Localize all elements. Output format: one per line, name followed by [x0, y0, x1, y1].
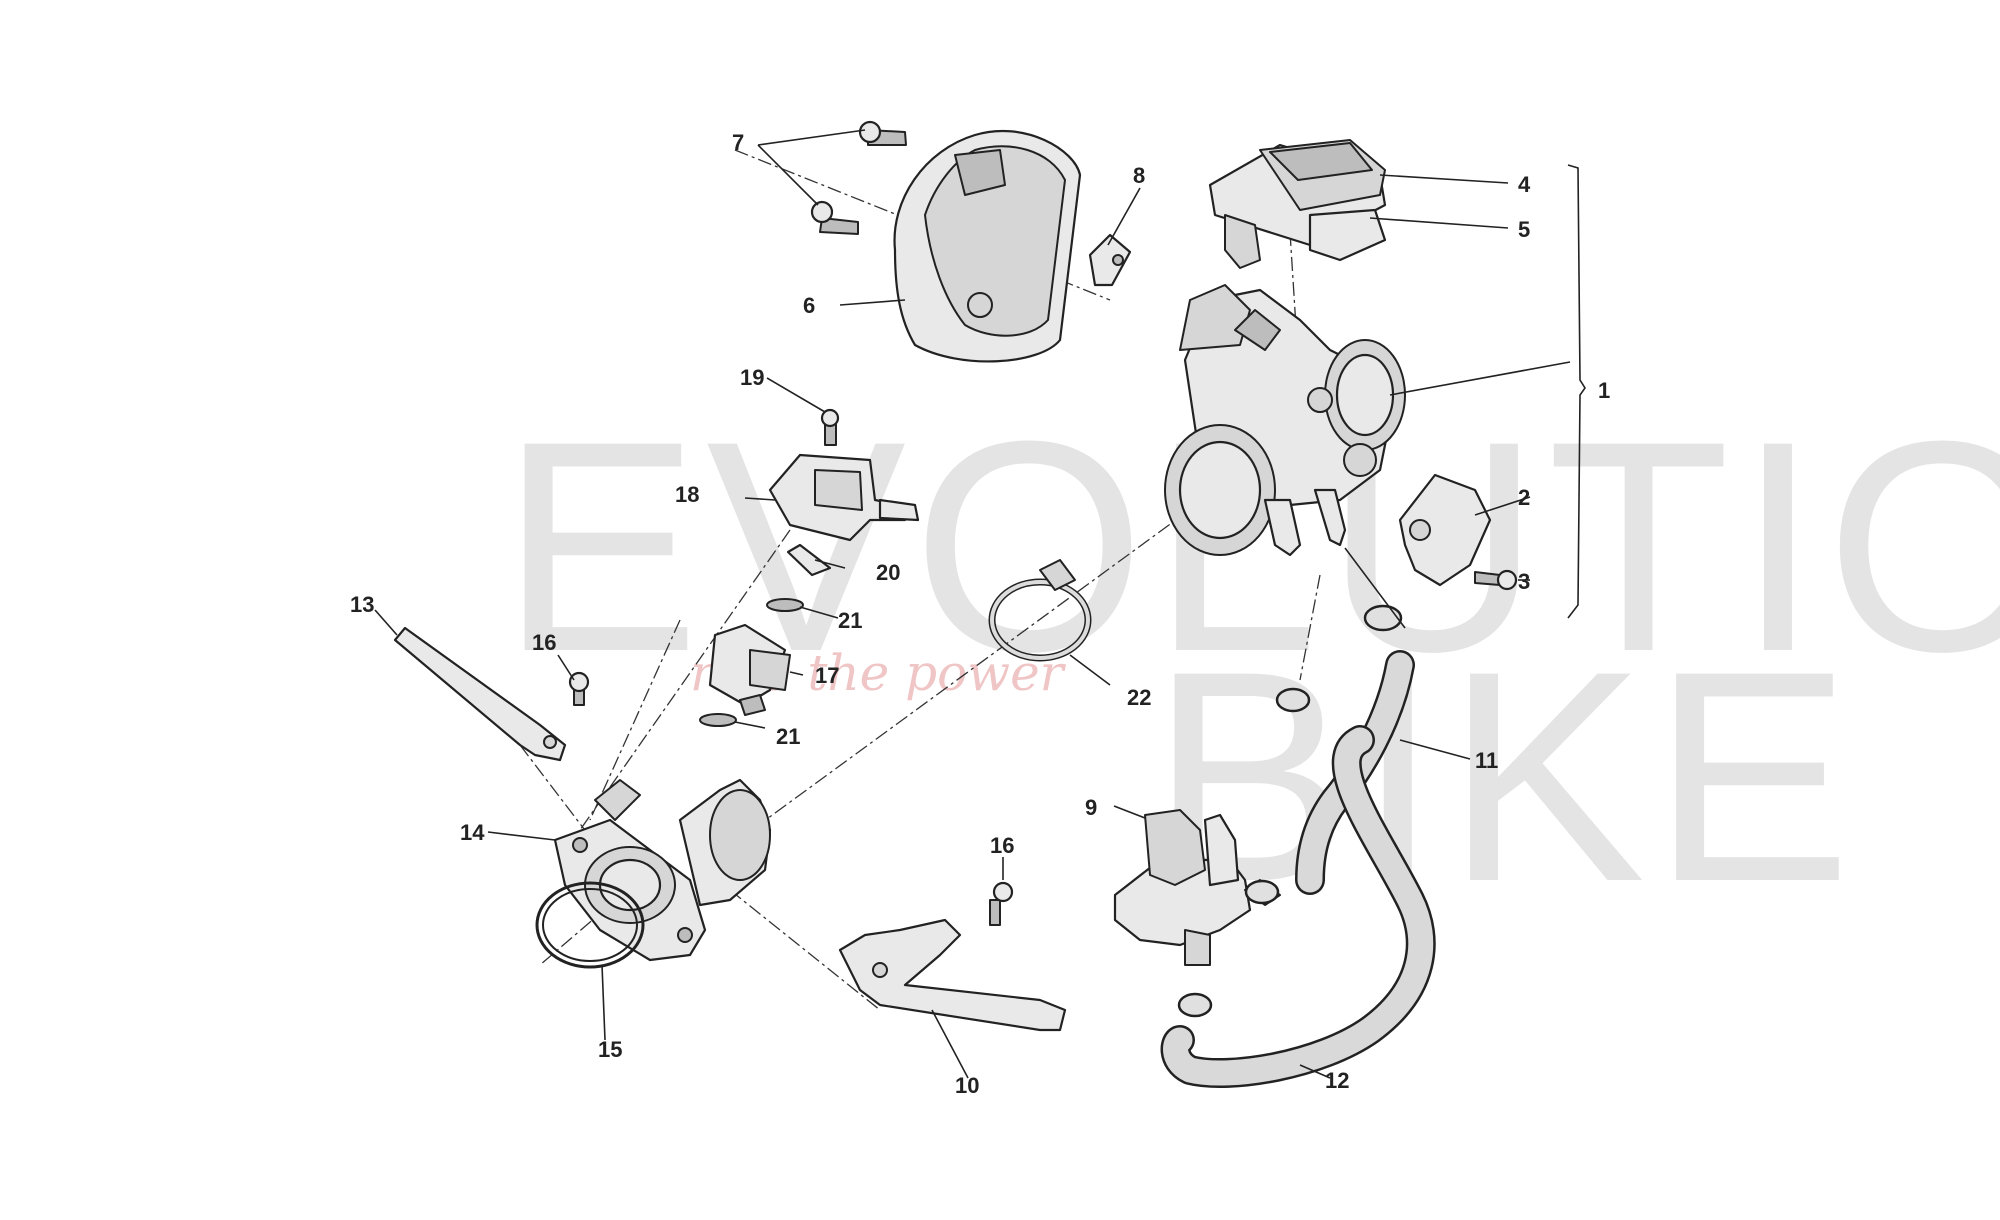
fuel-injector-part-17	[708, 623, 791, 716]
bracket-arm-part-10	[838, 918, 1067, 1032]
sensor-body-part-5	[1224, 208, 1387, 269]
hose-part-12	[1160, 725, 1436, 1089]
clip-part-8	[1088, 233, 1132, 287]
callout-17: 17	[815, 663, 839, 688]
callout-14: 14	[460, 820, 485, 845]
callout-21-upper: 21	[838, 608, 862, 633]
throttle-body-part-1	[1164, 284, 1406, 557]
intake-manifold-part-14	[553, 778, 772, 962]
small-hose-clamp-middle	[1244, 879, 1280, 905]
small-hose-clamp-upper-right	[1363, 604, 1403, 632]
screw-part-19	[820, 408, 840, 446]
callout-9: 9	[1085, 795, 1097, 820]
callout-22: 22	[1127, 685, 1151, 710]
screw-part-16-lower	[989, 881, 1014, 926]
o-ring-part-21-lower	[699, 713, 737, 727]
o-ring-part-21-upper	[766, 598, 804, 612]
callout-19: 19	[740, 365, 764, 390]
throttle-position-sensor-part-2	[1398, 473, 1492, 587]
callout-18: 18	[675, 482, 699, 507]
callout-7: 7	[732, 130, 744, 155]
callout-3: 3	[1518, 569, 1530, 594]
callout-15: 15	[598, 1037, 622, 1062]
callout-8: 8	[1133, 163, 1145, 188]
screw-part-16-upper	[568, 671, 590, 706]
idle-valve-part-9	[1113, 809, 1281, 966]
bracket-strip-part-13	[393, 626, 567, 762]
callout-13: 13	[350, 592, 374, 617]
callout-20: 20	[876, 560, 900, 585]
fuel-rail-part-18	[768, 453, 920, 542]
throttle-cover-part-6	[893, 129, 1082, 363]
callout-10: 10	[955, 1073, 979, 1098]
callout-6: 6	[803, 293, 815, 318]
callout-21-lower: 21	[776, 724, 800, 749]
screw-part-7-lower	[810, 200, 859, 235]
callout-2: 2	[1518, 485, 1530, 510]
callout-4: 4	[1518, 172, 1531, 197]
callout-labels: 1 2 3 4 5 6 7 8 9 10 11 12 13 14 15 16 1…	[350, 130, 1610, 1098]
clip-part-20	[786, 543, 832, 577]
hose-part-11	[1295, 650, 1415, 895]
leader-lines	[374, 129, 1586, 1079]
callout-16-upper: 16	[532, 630, 556, 655]
callout-12: 12	[1325, 1068, 1349, 1093]
o-ring-part-15	[535, 881, 645, 969]
callout-5: 5	[1518, 217, 1530, 242]
hose-clamp-part-22	[988, 559, 1092, 662]
callout-11: 11	[1475, 748, 1498, 773]
callout-16-lower: 16	[990, 833, 1014, 858]
callout-1: 1	[1598, 378, 1610, 403]
screw-part-3	[1474, 569, 1518, 591]
assembly-axis-lines	[519, 149, 1321, 1011]
small-hose-clamp-lower	[1177, 992, 1213, 1018]
screw-part-7-upper	[858, 120, 907, 146]
small-hose-clamp-upper-left	[1275, 687, 1311, 713]
